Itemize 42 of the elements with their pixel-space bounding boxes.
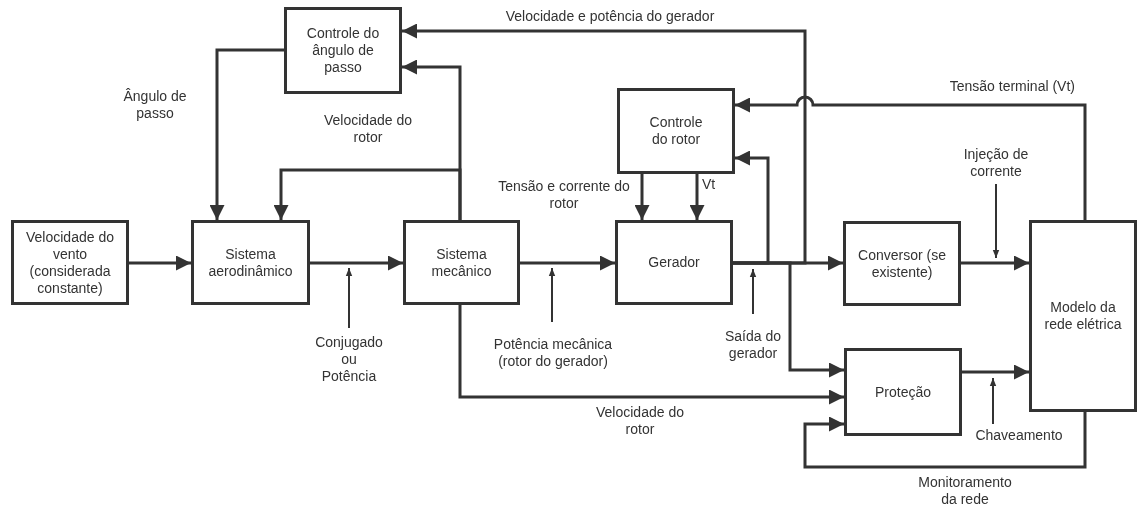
process-box: Gerador	[615, 220, 733, 305]
edge-label: Tensão terminal (Vt)	[948, 78, 1075, 95]
arrow	[273, 168, 462, 220]
leader-arrow	[749, 268, 757, 315]
process-box: Controle do ângulo de passo	[284, 7, 402, 94]
arrow	[458, 305, 844, 405]
annotation-text: Saída do gerador	[722, 314, 784, 376]
process-box: Velocidade do vento (considerada constante)	[11, 220, 129, 305]
arrow	[520, 255, 615, 271]
arrow	[962, 364, 1029, 380]
leader-arrow	[345, 267, 353, 329]
process-box: Sistema aerodinâmico	[191, 220, 310, 305]
leader-arrow	[992, 183, 1000, 259]
arrow	[733, 261, 844, 378]
arrow	[735, 95, 1087, 220]
edge-label: Velocidade e potência do gerador	[504, 8, 716, 25]
edge-label: Tensão e corrente do rotor	[497, 178, 631, 212]
edge-label: Monitoramento da rede	[917, 474, 1013, 508]
edge-label: Velocidade do rotor	[595, 404, 685, 438]
edge-label: Velocidade do rotor	[323, 112, 413, 146]
arrow	[733, 150, 770, 265]
annotation-text: Conjugado ou Potência	[294, 328, 404, 390]
arrow	[402, 59, 462, 220]
annotation-text: Injeção de corrente	[946, 142, 1046, 184]
edge-label: Ângulo de passo	[122, 88, 188, 122]
process-box: Proteção	[844, 348, 962, 436]
arrow	[129, 255, 191, 271]
process-box: Modelo da rede elétrica	[1029, 220, 1137, 412]
arrow	[402, 23, 807, 265]
edge-label: Vt	[702, 176, 717, 193]
leader-arrow	[989, 377, 997, 425]
process-box: Sistema mecânico	[403, 220, 520, 305]
arrow	[634, 174, 650, 220]
arrow	[689, 174, 705, 220]
annotation-text: Potência mecânica (rotor do gerador)	[490, 322, 616, 384]
arrow	[310, 255, 403, 271]
arrow	[209, 48, 284, 220]
leader-arrow	[548, 267, 556, 323]
process-box: Conversor (se existente)	[843, 221, 961, 306]
process-box: Controle do rotor	[617, 88, 735, 174]
arrow	[803, 412, 1087, 469]
arrow	[961, 255, 1029, 271]
